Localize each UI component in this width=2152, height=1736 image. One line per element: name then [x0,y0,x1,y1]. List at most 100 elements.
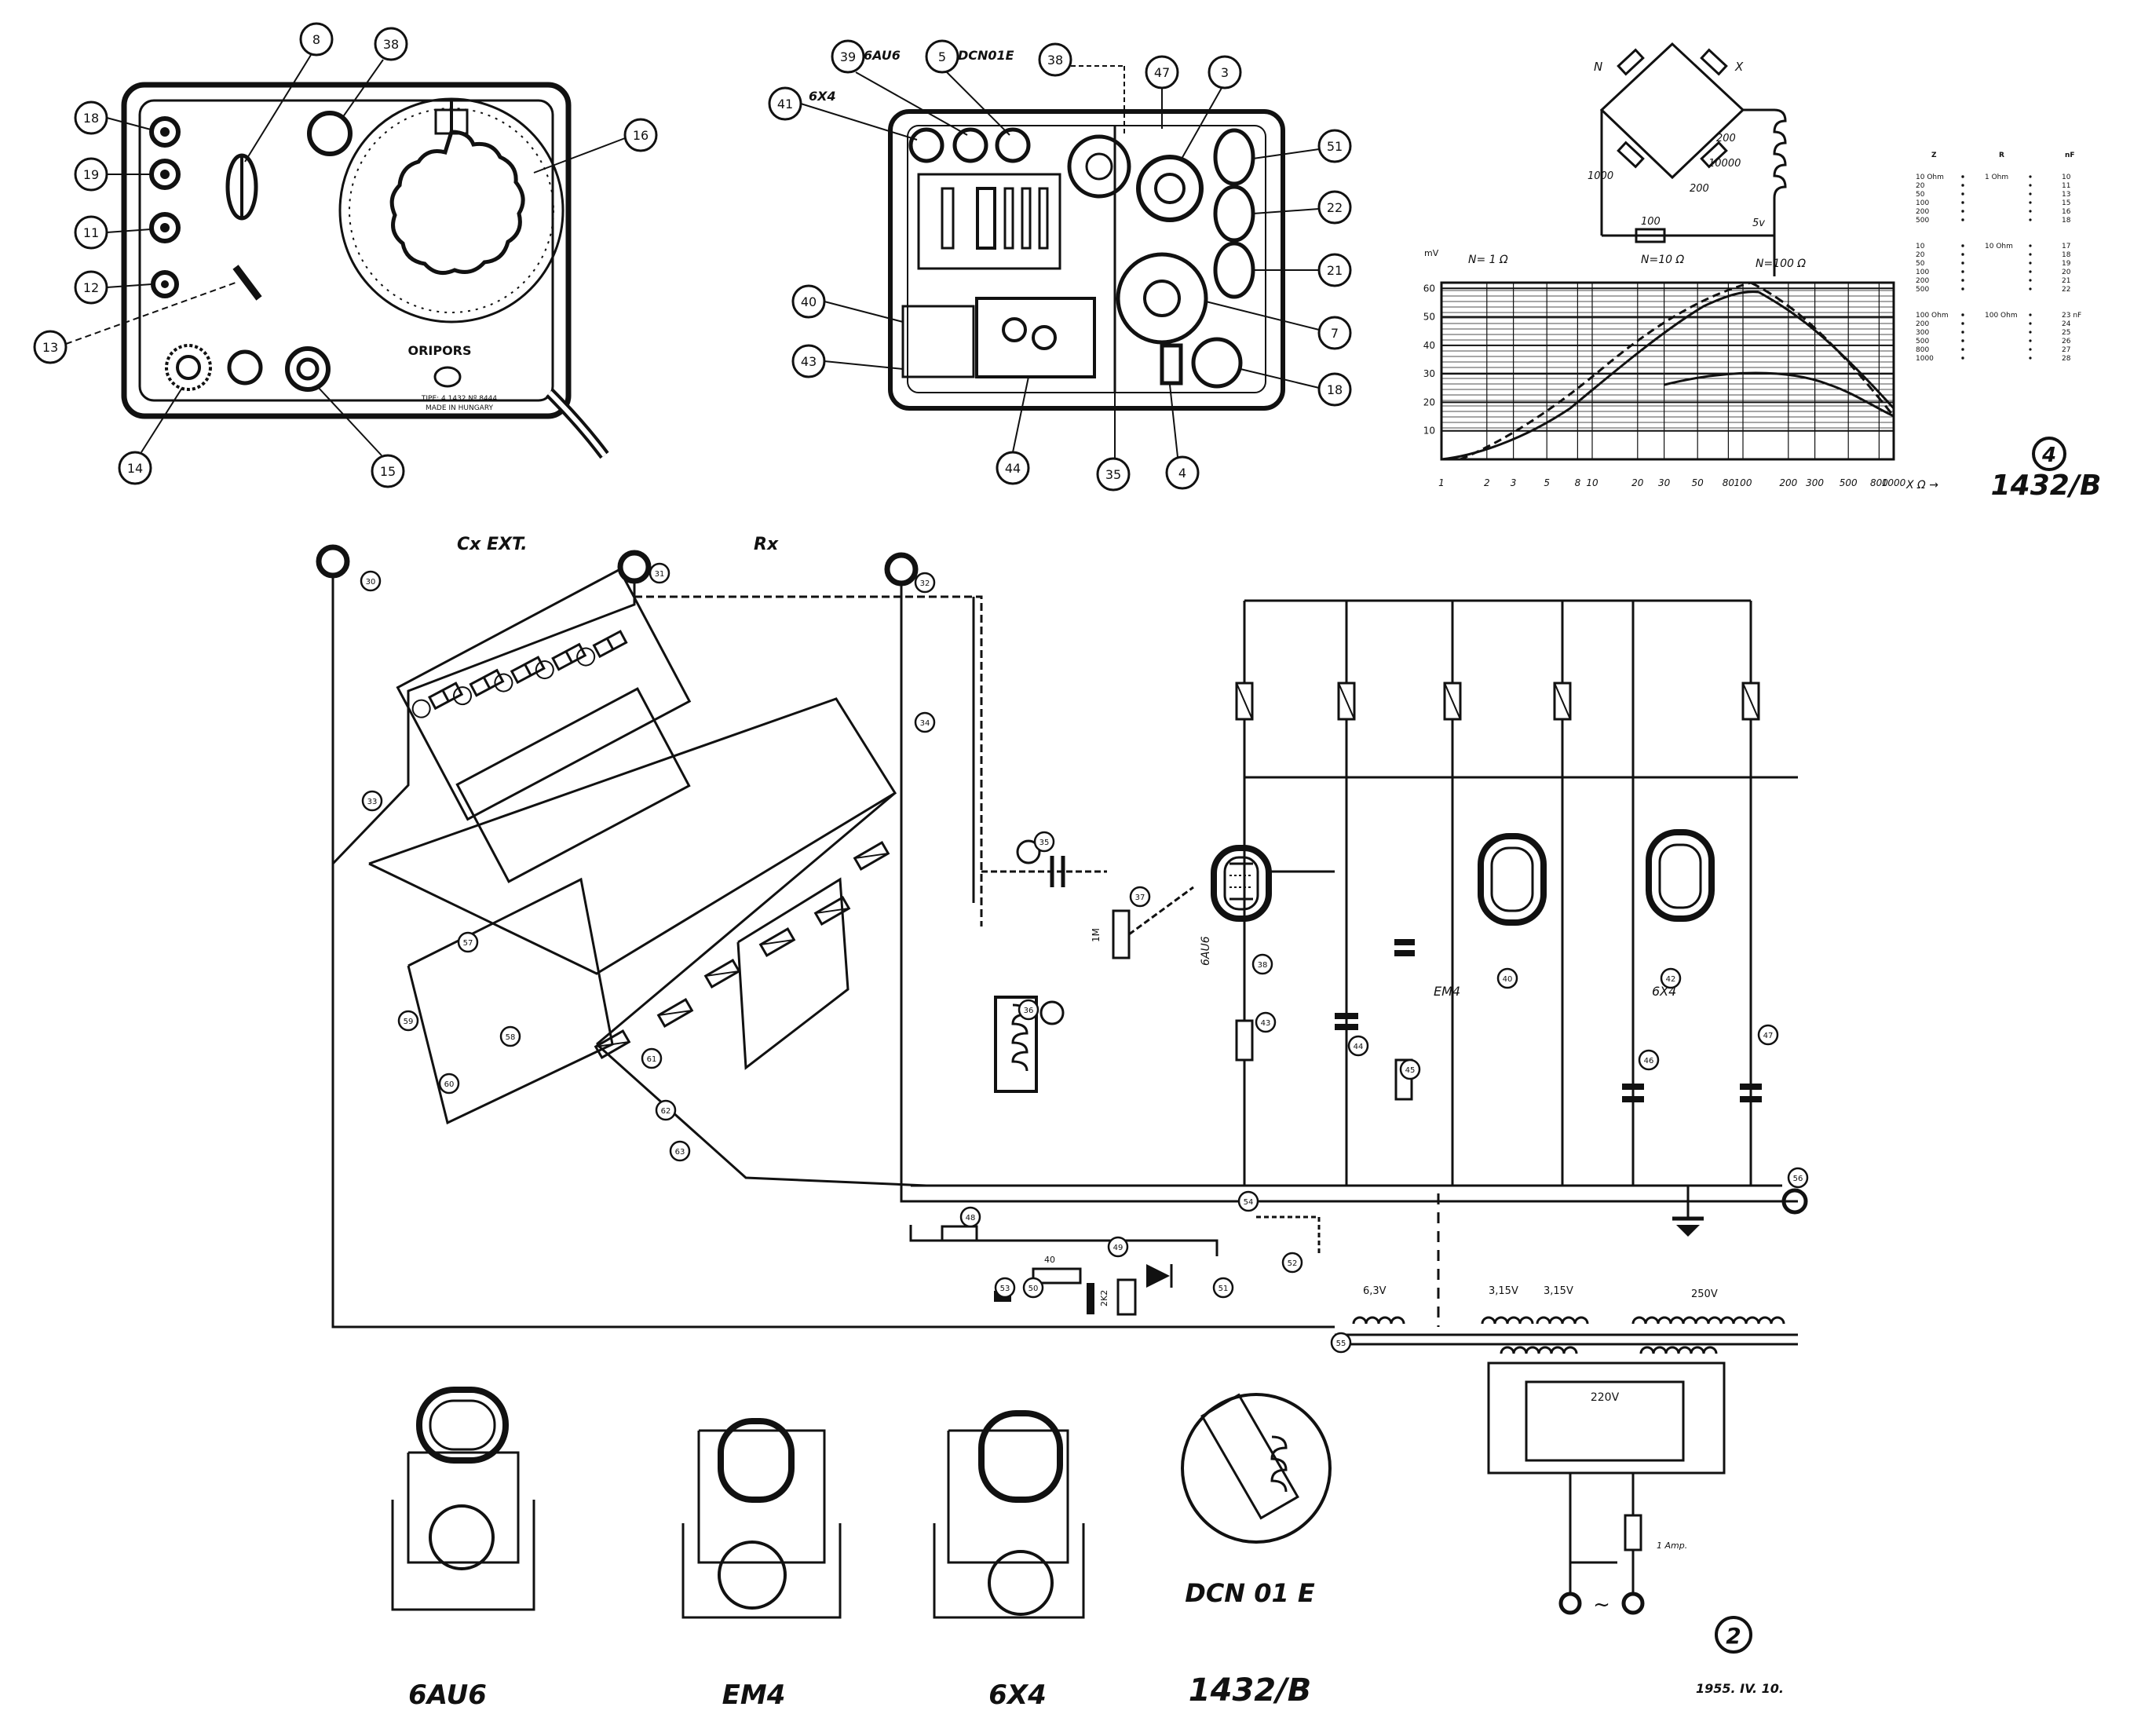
base-label-dcn01e: DCN 01 E [1185,1578,1315,1608]
part-callout-circle [1022,1277,1044,1299]
terminal-left [316,544,350,579]
base-label-6au6: 6AU6 [408,1679,487,1711]
resistor-mark [705,970,740,978]
part-callout-number: 40 [1503,975,1513,984]
chassis-callouts: 41 39 5 38 47 3 51 22 21 7 40 43 44 [768,39,1352,492]
svg-text:16: 16 [633,128,649,143]
part-callout-circle [576,647,596,667]
bypass-capacitor [1335,1013,1358,1019]
part-callout-number: 44 [1354,1043,1364,1051]
part-callout-circle [453,686,473,706]
part-callout-circle [1496,967,1518,989]
range-row-label: 200 [1916,277,1929,285]
coupling-capacitor [1394,950,1415,956]
range-row-value: 17 [2062,243,2070,250]
svg-text:51: 51 [1327,139,1343,154]
ground-symbol [1672,1186,1704,1237]
transformer-coil [1639,1346,1718,1354]
y-tick: 50 [1423,312,1435,323]
tube-em4: EM4 [1434,833,1547,999]
capacitor-plate [524,663,532,676]
range-group-mid: 10 Ohm [1985,243,2013,250]
label-6au6-schematic: 6AU6 [1200,936,1212,966]
part-callout-circle [1399,1058,1421,1080]
range-row-value: 10 [2062,174,2071,181]
chart-grid [1441,283,1894,459]
part-callout-circle [1281,1252,1303,1274]
winding-250v: 250V [1691,1288,1718,1300]
branch-resistor-mark [1554,682,1571,720]
transformer-coil [1536,1316,1589,1325]
range-row-label: 100 Ohm [1916,312,1949,320]
ground-terminal [1781,1188,1808,1215]
part-callout-circle [994,1277,1016,1299]
winding-3v15-a: 3,15V [1489,1285,1518,1297]
svg-text:8: 8 [312,32,320,47]
transformer-coil [1352,1316,1405,1325]
part-callout-number: 55 [1336,1339,1346,1348]
svg-text:5: 5 [938,49,946,64]
range-group-mid: 100 Ohm [1985,312,2018,320]
curve-dashed-low [1460,281,1752,461]
resistor-mark [658,1009,692,1017]
svg-text:22: 22 [1327,200,1343,215]
part-callout-circle [1237,1190,1259,1212]
chain-resistor [656,998,694,1028]
label-6x4: 6X4 [809,89,836,104]
row-dot [1961,261,1964,265]
range-row-value: 19 [2062,260,2071,268]
part-callout-circle [649,562,670,584]
range-row-label: 500 [1916,338,1929,345]
row-dot [1961,218,1964,221]
range-row-label: 200 [1916,208,1929,216]
row-dot [2029,356,2032,360]
x-tick: 1 [1438,477,1445,488]
svg-text:18: 18 [1327,382,1343,397]
part-callout-number: 47 [1763,1032,1774,1040]
x-tick: 30 [1658,477,1671,488]
range-row-value: 11 [2062,182,2070,190]
range-row-value: 20 [2062,269,2071,276]
svg-text:100: 100 [1641,216,1661,228]
x-tick: 8 [1575,477,1581,488]
part-callout-circle [397,1010,419,1032]
socket-6au6 [952,127,988,163]
range-row-value: 13 [2062,191,2070,199]
part-callout-circle [1107,1236,1129,1258]
row-dot [2029,201,2032,204]
svg-text:14: 14 [127,461,143,476]
part-callout-number: 35 [1039,839,1050,847]
svg-text:2: 2 [1726,1623,1741,1649]
part-callout-circle [438,1073,460,1095]
part-callout-circle [457,931,479,953]
sheet-4-marker: 4 1432/B [1991,437,2101,502]
svg-text:7: 7 [1331,326,1339,341]
svg-text:47: 47 [1154,65,1170,80]
x-tick: 2 [1484,477,1490,488]
row-dot [2029,322,2032,325]
part-callout-circle [1129,886,1151,908]
part-callout-number: 37 [1135,894,1145,902]
svg-text:10000: 10000 [1708,158,1741,170]
x-tick: 10 [1586,477,1598,488]
winding-6v3: 6,3V [1363,1285,1387,1297]
row-dot [2029,253,2032,256]
row-dot [2029,261,2032,265]
part-callout-number: 54 [1244,1198,1254,1207]
row-dot [2029,348,2032,351]
row-dot [2029,339,2032,342]
part-callout-number: 49 [1113,1244,1123,1252]
svg-text:5v: 5v [1752,217,1765,229]
range-row-label: 50 [1916,260,1925,268]
part-callout-number: 56 [1793,1175,1803,1183]
row-dot [1961,356,1964,360]
y-tick: 20 [1423,397,1435,408]
base-6au6: 6AU6 [391,1387,535,1711]
row-dot [2029,279,2032,282]
x-tick: 100 [1734,477,1752,488]
svg-text:X: X [1734,60,1744,74]
chain-resistor [594,1029,631,1059]
filter-capacitor [1622,1096,1644,1102]
part-callout-circle [360,570,382,592]
